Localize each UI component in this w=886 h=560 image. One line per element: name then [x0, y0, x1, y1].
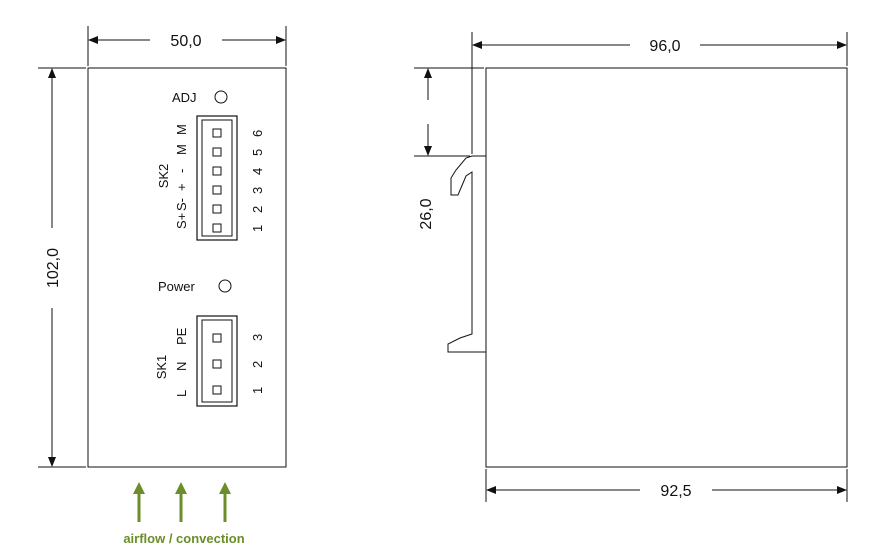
sk2-pin-label-3: +	[174, 183, 189, 191]
sk2-pin-label-6: M	[174, 124, 189, 135]
sk2-pin-number-6: 6	[250, 130, 265, 137]
sk2-pin-2	[212, 204, 222, 214]
sk2-pin-number-5: 5	[250, 149, 265, 156]
sk2-pin-number-4: 4	[250, 168, 265, 175]
sk1-pin-label-1: L	[174, 390, 189, 397]
sk1-pin-label-2: N	[174, 362, 189, 371]
sk1-name: SK1	[154, 355, 169, 380]
sk1-pin-3	[212, 333, 222, 343]
sk2-connector: SK2 S+ S- + - M M 1 2 3 4 5 6	[156, 115, 265, 241]
sk1-pin-2	[212, 359, 222, 369]
sk1-pin-number-3: 3	[250, 334, 265, 341]
sk1-pin-label-3: PE	[174, 327, 189, 345]
side-overall-width-dimension: 96,0	[471, 32, 848, 154]
sk2-pin-5	[212, 147, 222, 157]
sk2-pin-label-5: M	[174, 144, 189, 155]
front-height-dimension: 102,0	[38, 67, 86, 468]
front-view: 50,0 102,0 ADJ SK2 S+ S- + - M M	[38, 26, 287, 546]
power-led	[218, 279, 232, 293]
side-clip-height-value: 26,0	[418, 198, 435, 229]
sk2-pin-3	[212, 185, 222, 195]
front-width-dimension: 50,0	[87, 26, 287, 66]
front-width-value: 50,0	[170, 33, 201, 50]
sk2-pin-number-3: 3	[250, 187, 265, 194]
sk2-pin-number-2: 2	[250, 206, 265, 213]
sk2-pin-6	[212, 128, 222, 138]
sk2-pin-number-1: 1	[250, 225, 265, 232]
airflow-indicator: airflow / convection	[123, 482, 245, 546]
power-label: Power	[158, 279, 196, 294]
sk2-pin-1	[212, 223, 222, 233]
sk1-connector: SK1 L N PE 1 2 3	[154, 315, 265, 407]
din-rail-clip	[447, 155, 486, 353]
sk1-pin-1	[212, 385, 222, 395]
side-housing-outline	[485, 67, 848, 468]
side-view: 96,0 26,0 92,5	[414, 32, 848, 502]
side-body-width-dimension: 92,5	[485, 469, 848, 502]
sk1-pin-number-2: 2	[250, 361, 265, 368]
adj-potentiometer[interactable]	[214, 90, 228, 104]
sk1-pin-numbers: 1 2 3	[250, 334, 265, 394]
sk1-inner-frame	[201, 319, 233, 403]
sk2-pin-label-4: -	[174, 169, 189, 173]
airflow-label: airflow / convection	[123, 531, 244, 546]
sk1-pin-number-1: 1	[250, 387, 265, 394]
sk2-name: SK2	[156, 164, 171, 189]
front-height-value: 102,0	[45, 248, 62, 288]
sk2-pin-label-1: S+	[174, 213, 189, 229]
sk2-pin-numbers: 1 2 3 4 5 6	[250, 130, 265, 232]
sk1-pin-labels: L N PE	[174, 327, 189, 397]
sk2-outer-frame	[196, 115, 238, 241]
side-body-width-value: 92,5	[660, 483, 691, 500]
front-housing-outline	[87, 67, 287, 468]
side-clip-height-dimension: 26,0	[414, 67, 484, 230]
sk2-pin-4	[212, 166, 222, 176]
side-overall-width-value: 96,0	[649, 38, 680, 55]
sk2-pin-labels: S+ S- + - M M	[174, 124, 189, 229]
sk2-pin-label-2: S-	[174, 198, 189, 211]
sk1-outer-frame	[196, 315, 238, 407]
adj-label: ADJ	[172, 90, 197, 105]
sk2-inner-frame	[201, 119, 233, 237]
